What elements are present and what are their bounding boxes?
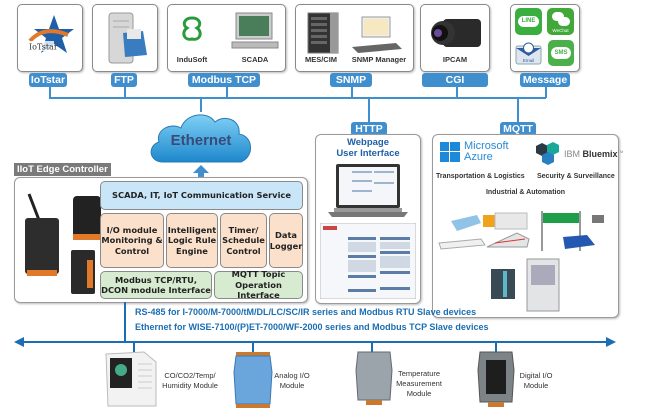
sms-app-icon: SMS (548, 40, 574, 66)
connector-cloud (200, 98, 202, 112)
device-connector-2 (252, 342, 254, 352)
industrial-automation-caption: Industrial & Automation (485, 189, 566, 196)
edge-controller-panel: SCADA, IT, IoT Communication Service I/O… (14, 177, 308, 303)
modbus-tcp-label: Modbus TCP (188, 73, 260, 87)
message-box: LINE WeChat Email SMS (510, 4, 580, 72)
connector-iotstar (49, 87, 51, 98)
logic-rule-engine-block: Intelligent Logic Rule Engine (166, 213, 218, 268)
email-app-icon: Email (515, 40, 542, 66)
ipcam-caption: IPCAM (442, 55, 468, 64)
iotstar-label: IoTstar (29, 73, 67, 87)
ip-camera-icon (431, 19, 481, 47)
mqtt-panel: Microsoft Azure IBM BluemixTM Transporta… (432, 134, 623, 318)
modbus-tcp-box: InduSoft SCADA (167, 4, 286, 72)
digital-io-module-image (477, 351, 515, 407)
co2-humidity-module-image (105, 351, 157, 407)
cgi-command-label: CGI Command (422, 73, 488, 100)
http-label: HTTP (351, 122, 387, 136)
windows-logo-icon (440, 142, 460, 162)
device-connector-3 (371, 342, 373, 352)
ethernet-cloud-label: Ethernet (170, 132, 232, 149)
message-label: Message (520, 73, 570, 87)
snmp-manager-caption: SNMP Manager (351, 55, 407, 64)
indusoft-logo-icon (182, 16, 202, 41)
data-logger-block: Data Logger (269, 213, 303, 268)
timer-schedule-block: Timer/ Schedule Control (220, 213, 267, 268)
web-ui-panel: Webpage User Interface (315, 134, 421, 304)
co2-humidity-module-label: CO/CO2/Temp/ Humidity Module (162, 371, 218, 390)
temperature-module-image (355, 351, 393, 405)
transport-vehicles-image (438, 211, 604, 312)
edge-controller-title: IIoT Edge Controller (14, 163, 111, 176)
connector-message (545, 87, 547, 98)
io-monitoring-block: I/O module Monitoring & Control (100, 213, 164, 268)
connector-mqtt (517, 98, 519, 123)
bus-left-arrow-icon (14, 337, 24, 347)
modbus-dcon-interface-block: Modbus TCP/RTU, DCON module Interface (100, 271, 212, 299)
email-app-label: Email (522, 58, 535, 63)
bus-right-arrow-icon (606, 337, 616, 347)
webpage-screenshot-image (320, 223, 416, 299)
analog-io-module-image (233, 352, 273, 408)
snmp-box: MES/CIM SNMP Manager (295, 4, 414, 72)
svg-text:IoTstar: IoTstar (29, 43, 58, 52)
cgi-command-box: IPCAM (420, 4, 490, 72)
ftp-server-icon (108, 12, 147, 64)
top-connector-horizontal (49, 97, 546, 99)
analog-io-module-label: Analog I/O Module (274, 371, 310, 390)
ibm-bluemix-logo-icon (536, 142, 559, 165)
bus-vertical-line (124, 302, 126, 342)
communication-service-block: SCADA, IT, IoT Communication Service (100, 181, 303, 210)
mqtt-label: MQTT (500, 122, 536, 136)
mes-cim-caption: MES/CIM (304, 55, 338, 64)
iotstar-logo-icon: IoTstar (28, 15, 74, 53)
connector-modbus (226, 87, 228, 98)
connector-cgi (456, 87, 458, 98)
scada-caption: SCADA (241, 55, 269, 64)
indusoft-caption: InduSoft (176, 55, 208, 64)
web-ui-title: Webpage User Interface (336, 137, 400, 159)
ftp-box (92, 4, 158, 72)
iotstar-box: IoTstar (17, 4, 83, 72)
snmp-label: SNMP (330, 73, 372, 87)
connector-ftp (124, 87, 126, 98)
scada-computer-icon (231, 12, 279, 49)
digital-io-module-label: Digital I/O Module (519, 371, 553, 390)
device-connector-1 (133, 342, 135, 352)
controller-devices-image (25, 193, 101, 294)
transport-logistics-caption: Transportation & Logistics (436, 173, 525, 180)
ethernet-bus-description: Ethernet for WISE-7100/(P)ET-7000/WF-200… (135, 322, 489, 332)
rs485-bus-description: RS-485 for I-7000/M-7000/tM/DL/LC/SC/IR … (135, 307, 477, 317)
wechat-app-icon: WeChat (547, 8, 574, 35)
up-arrow-icon (193, 165, 209, 183)
line-app-icon: LINE (515, 8, 542, 35)
connector-snmp (351, 87, 353, 98)
laptop-webpage-icon (328, 164, 408, 217)
wechat-app-label: WeChat (552, 28, 569, 33)
ethernet-cloud-icon (150, 114, 251, 163)
microsoft-azure-logo: Microsoft Azure (464, 140, 509, 163)
device-bus-line (22, 341, 606, 343)
temperature-module-label: Temperature Measurement Module (396, 369, 442, 398)
line-app-label: LINE (518, 16, 539, 27)
connector-http (368, 98, 370, 123)
mqtt-topic-interface-block: MQTT Topic Operation Interface (214, 269, 303, 300)
device-connector-4 (495, 342, 497, 352)
server-tower-icon (307, 12, 339, 54)
snmp-manager-computer-icon (352, 16, 402, 53)
ibm-bluemix-label: IBM BluemixTM (564, 149, 624, 159)
security-surveillance-caption: Security & Surveillance (537, 173, 615, 180)
sms-app-label: SMS (551, 47, 571, 59)
ftp-label: FTP (111, 73, 137, 87)
